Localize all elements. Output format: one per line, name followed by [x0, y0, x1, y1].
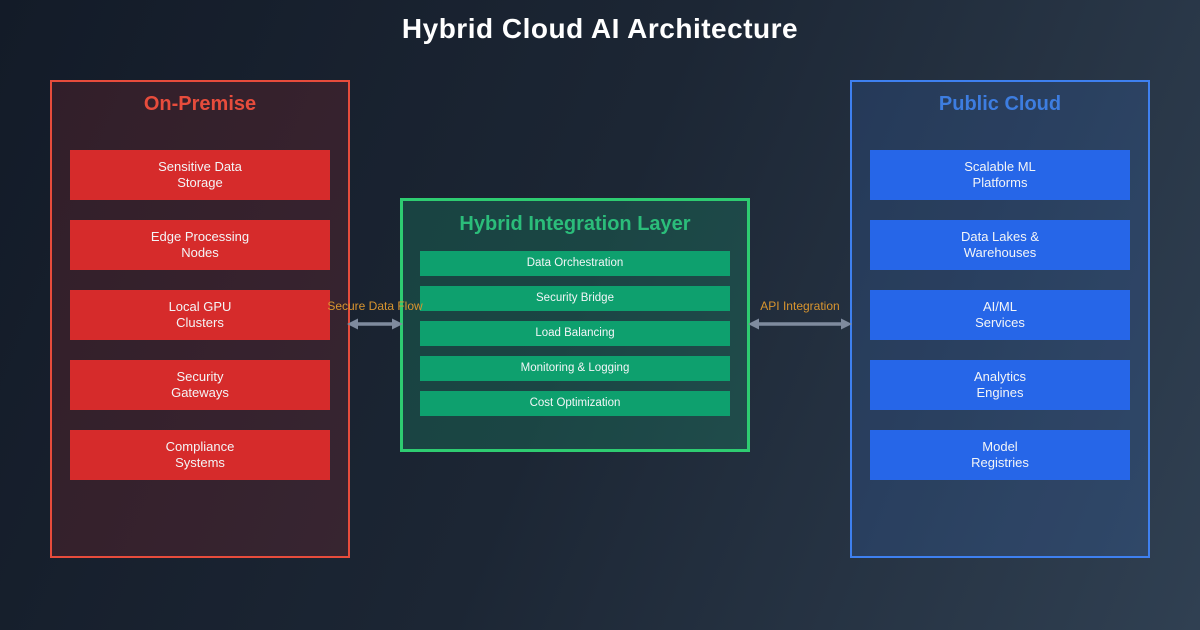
node-label: Registries — [971, 455, 1029, 470]
node-label: Analytics — [973, 368, 1027, 384]
node-label: Engines — [976, 385, 1024, 400]
node-label: Model — [982, 438, 1018, 454]
node: Load Balancing — [420, 321, 730, 346]
node-label: Warehouses — [963, 245, 1037, 260]
node-label: Systems — [175, 455, 225, 470]
node-label: Storage — [177, 175, 223, 190]
node: Data Lakes &Warehouses — [870, 220, 1130, 270]
panel-on-premise-title: On-Premise — [143, 93, 257, 115]
node-label: Edge Processing — [150, 228, 250, 244]
node: Monitoring & Logging — [420, 356, 730, 381]
node-label: Data Orchestration — [526, 257, 624, 270]
node-label: Load Balancing — [535, 327, 615, 340]
node-label: Monitoring & Logging — [520, 362, 630, 375]
node: Data Orchestration — [420, 251, 730, 276]
node-label: Clusters — [176, 315, 224, 330]
node-label: AI/ML — [983, 298, 1017, 314]
diagram-title: Hybrid Cloud AI Architecture — [401, 13, 799, 44]
panel-integration-layer-title: Hybrid Integration Layer — [459, 213, 691, 235]
node-label: Nodes — [181, 245, 219, 260]
connector-label-secure-data-flow: Secure Data Flow — [327, 299, 423, 313]
node-label: Gateways — [171, 385, 229, 400]
node-label: Security — [176, 368, 224, 384]
double-arrow-icon — [347, 318, 403, 330]
node: Cost Optimization — [420, 391, 730, 416]
node: Security Bridge — [420, 286, 730, 311]
node-label: Services — [975, 315, 1025, 330]
node-label: Platforms — [972, 175, 1028, 190]
panel-public-cloud-title: Public Cloud — [938, 93, 1062, 115]
connector-label-api-integration: API Integration — [760, 299, 840, 313]
node-label: Cost Optimization — [529, 397, 621, 410]
node-label: Security Bridge — [536, 292, 614, 305]
node-label: Sensitive Data — [158, 158, 242, 174]
double-arrow-icon — [748, 318, 852, 330]
node-label: Scalable ML — [964, 158, 1036, 174]
node-label: Local GPU — [168, 298, 232, 314]
node-label: Data Lakes & — [960, 228, 1040, 244]
panel-integration-layer: Hybrid Integration Layer Data Orchestrat… — [400, 198, 750, 452]
node-label: Compliance — [165, 438, 235, 454]
